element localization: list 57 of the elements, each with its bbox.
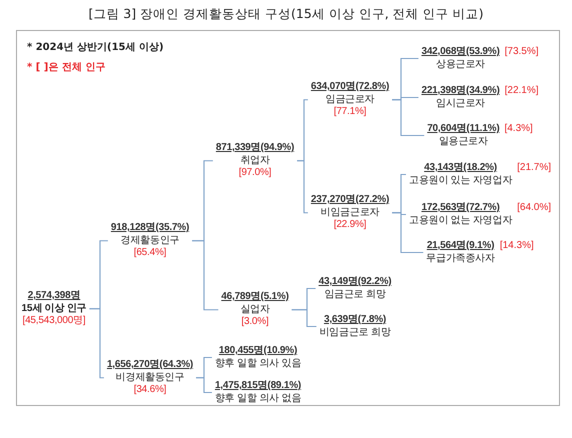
- count-value: 3,639명(7.8%): [324, 314, 386, 326]
- category-name: 15세 이상 인구: [22, 302, 86, 315]
- count-value: 70,604명(11.1%): [427, 123, 500, 136]
- total-ratio: [64.0%]: [517, 202, 552, 214]
- category-name: 임금근로자: [326, 94, 374, 106]
- total-ratio: [45,543,000명]: [22, 315, 86, 328]
- note-text: * [ ]은 전체 인구: [27, 61, 106, 74]
- note-text: * 2024년 상반기(15세 이상): [27, 41, 164, 54]
- tree-connector: [292, 309, 316, 328]
- count-value: 46,789명(5.1%): [221, 291, 289, 304]
- total-ratio: [73.5%]: [504, 46, 539, 58]
- count-value: 21,564명(9.1%): [426, 240, 494, 252]
- total-ratio: [4.3%]: [504, 123, 533, 136]
- category-name: 비임금근로자: [320, 206, 380, 219]
- count-value: 1,656,270명(64.3%): [106, 359, 194, 372]
- figure-title: [그림 3] 장애인 경제활동상태 구성(15세 이상 인구, 전체 인구 비교): [87, 6, 485, 23]
- total-ratio: [77.1%]: [334, 106, 366, 118]
- category-name: 임시근로자: [436, 98, 486, 110]
- category-name: 고용원이 없는 자영업자: [408, 214, 512, 227]
- count-value: 342,068명(53.9%): [421, 46, 500, 58]
- category-name: 향후 일할 의사 있음: [214, 358, 302, 370]
- category-name: 취업자: [240, 154, 270, 167]
- category-name: 향후 일할 의사 없음: [214, 392, 302, 405]
- count-value: 172,563명(72.7%): [421, 202, 500, 214]
- count-value: 237,270명(27.2%): [310, 194, 390, 206]
- count-value: 918,128명(35.7%): [110, 222, 190, 234]
- total-ratio: [22.9%]: [334, 219, 366, 232]
- tree-connector: [89, 308, 104, 378]
- count-value: 43,143명(18.2%): [424, 162, 497, 174]
- tree-connector: [192, 240, 218, 310]
- category-name: 경제활동인구: [120, 234, 180, 247]
- category-name: 무급가족종사자: [426, 252, 495, 265]
- total-ratio: [97.0%]: [238, 167, 272, 180]
- total-ratio: [14.3%]: [500, 240, 534, 252]
- tree-connector: [196, 377, 212, 394]
- total-ratio: [3.0%]: [241, 316, 269, 328]
- count-value: 43,149명(92.2%): [318, 276, 392, 288]
- category-name: 비경제활동인구: [116, 372, 184, 384]
- category-name: 실업자: [240, 304, 270, 316]
- total-ratio: [65.4%]: [134, 247, 166, 260]
- category-name: 고용원이 있는 자영업자: [408, 174, 512, 187]
- total-ratio: [22.1%]: [504, 85, 539, 98]
- tree-connector: [392, 212, 424, 254]
- category-name: 비임금근로 희망: [319, 326, 391, 339]
- count-value: 634,070명(72.8%): [310, 81, 390, 94]
- count-value: 1,475,815명(89.1%): [214, 380, 302, 392]
- count-value: 221,398명(34.9%): [421, 85, 500, 98]
- total-ratio: [34.6%]: [134, 384, 166, 396]
- tree-connector: [392, 99, 424, 136]
- category-name: 일용근로자: [438, 136, 488, 148]
- count-value: 180,455명(10.9%): [218, 345, 298, 358]
- total-ratio: [21.7%]: [517, 162, 552, 174]
- count-value: 2,574,398명: [28, 290, 80, 302]
- count-value: 871,339명(94.9%): [216, 142, 294, 154]
- tree-connector: [297, 160, 308, 214]
- category-name: 상용근로자: [436, 58, 486, 71]
- category-name: 임금근로 희망: [324, 288, 386, 301]
